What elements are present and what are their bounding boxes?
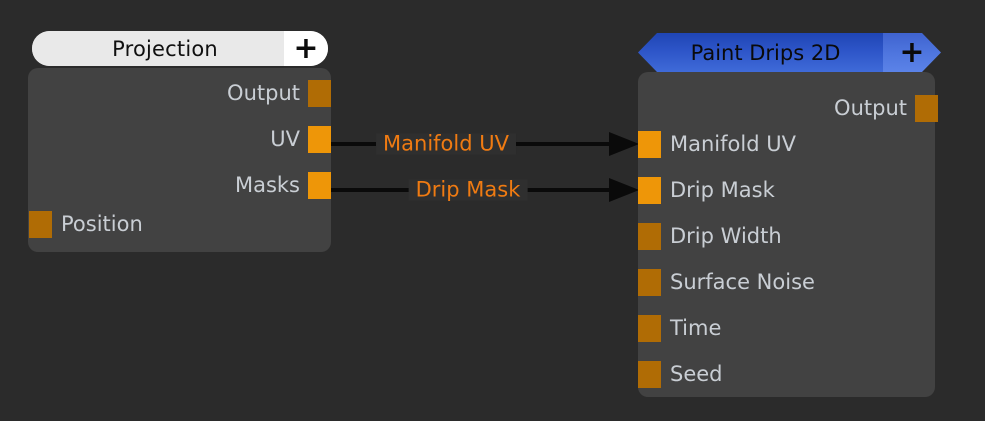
port-label: Drip Mask <box>670 178 775 202</box>
port-socket[interactable] <box>29 211 52 238</box>
port-projection-output-output[interactable]: Output <box>90 80 331 107</box>
port-socket[interactable] <box>308 126 331 153</box>
port-label: Output <box>834 96 907 120</box>
port-paint-drips-input-time[interactable]: Time <box>638 315 721 342</box>
port-paint-drips-output-output[interactable]: Output <box>700 95 938 122</box>
port-paint-drips-input-drip-width[interactable]: Drip Width <box>638 223 782 250</box>
port-socket[interactable] <box>308 80 331 107</box>
port-projection-input-position[interactable]: Position <box>29 211 143 238</box>
node-projection-header[interactable]: Projection + <box>32 31 328 66</box>
node-projection-body[interactable] <box>28 68 331 252</box>
node-paint-drips-2d-body[interactable] <box>638 72 935 397</box>
port-projection-output-uv[interactable]: UV <box>90 126 331 153</box>
port-projection-output-masks[interactable]: Masks <box>90 172 331 199</box>
port-label: Drip Width <box>670 224 782 248</box>
port-socket[interactable] <box>915 95 938 122</box>
node-paint-drips-2d-title: Paint Drips 2D <box>638 33 883 72</box>
add-port-button[interactable]: + <box>284 31 328 66</box>
port-socket[interactable] <box>638 177 661 204</box>
node-paint-drips-2d-header[interactable]: Paint Drips 2D + <box>638 33 941 72</box>
port-label: Output <box>227 81 300 105</box>
link-arrowhead <box>609 178 639 202</box>
node-projection-title: Projection <box>32 31 284 66</box>
port-socket[interactable] <box>638 131 661 158</box>
port-paint-drips-input-drip-mask[interactable]: Drip Mask <box>638 177 775 204</box>
link-label[interactable]: Manifold UV <box>376 133 516 155</box>
port-label: Time <box>670 316 722 340</box>
port-label: Surface Noise <box>670 270 815 294</box>
link-label[interactable]: Drip Mask <box>408 179 528 201</box>
add-port-button[interactable]: + <box>883 33 941 72</box>
port-paint-drips-input-manifold-uv[interactable]: Manifold UV <box>638 131 796 158</box>
port-paint-drips-input-surface-noise[interactable]: Surface Noise <box>638 269 815 296</box>
port-socket[interactable] <box>638 315 661 342</box>
port-label: Masks <box>234 173 300 197</box>
port-paint-drips-input-seed[interactable]: Seed <box>638 361 723 388</box>
port-socket[interactable] <box>308 172 331 199</box>
port-socket[interactable] <box>638 269 661 296</box>
link-arrowhead <box>609 132 639 156</box>
port-label: Seed <box>670 362 723 386</box>
port-label: Manifold UV <box>670 132 796 156</box>
port-label: UV <box>270 127 300 151</box>
port-label: Position <box>61 212 143 236</box>
port-socket[interactable] <box>638 361 661 388</box>
port-socket[interactable] <box>638 223 661 250</box>
